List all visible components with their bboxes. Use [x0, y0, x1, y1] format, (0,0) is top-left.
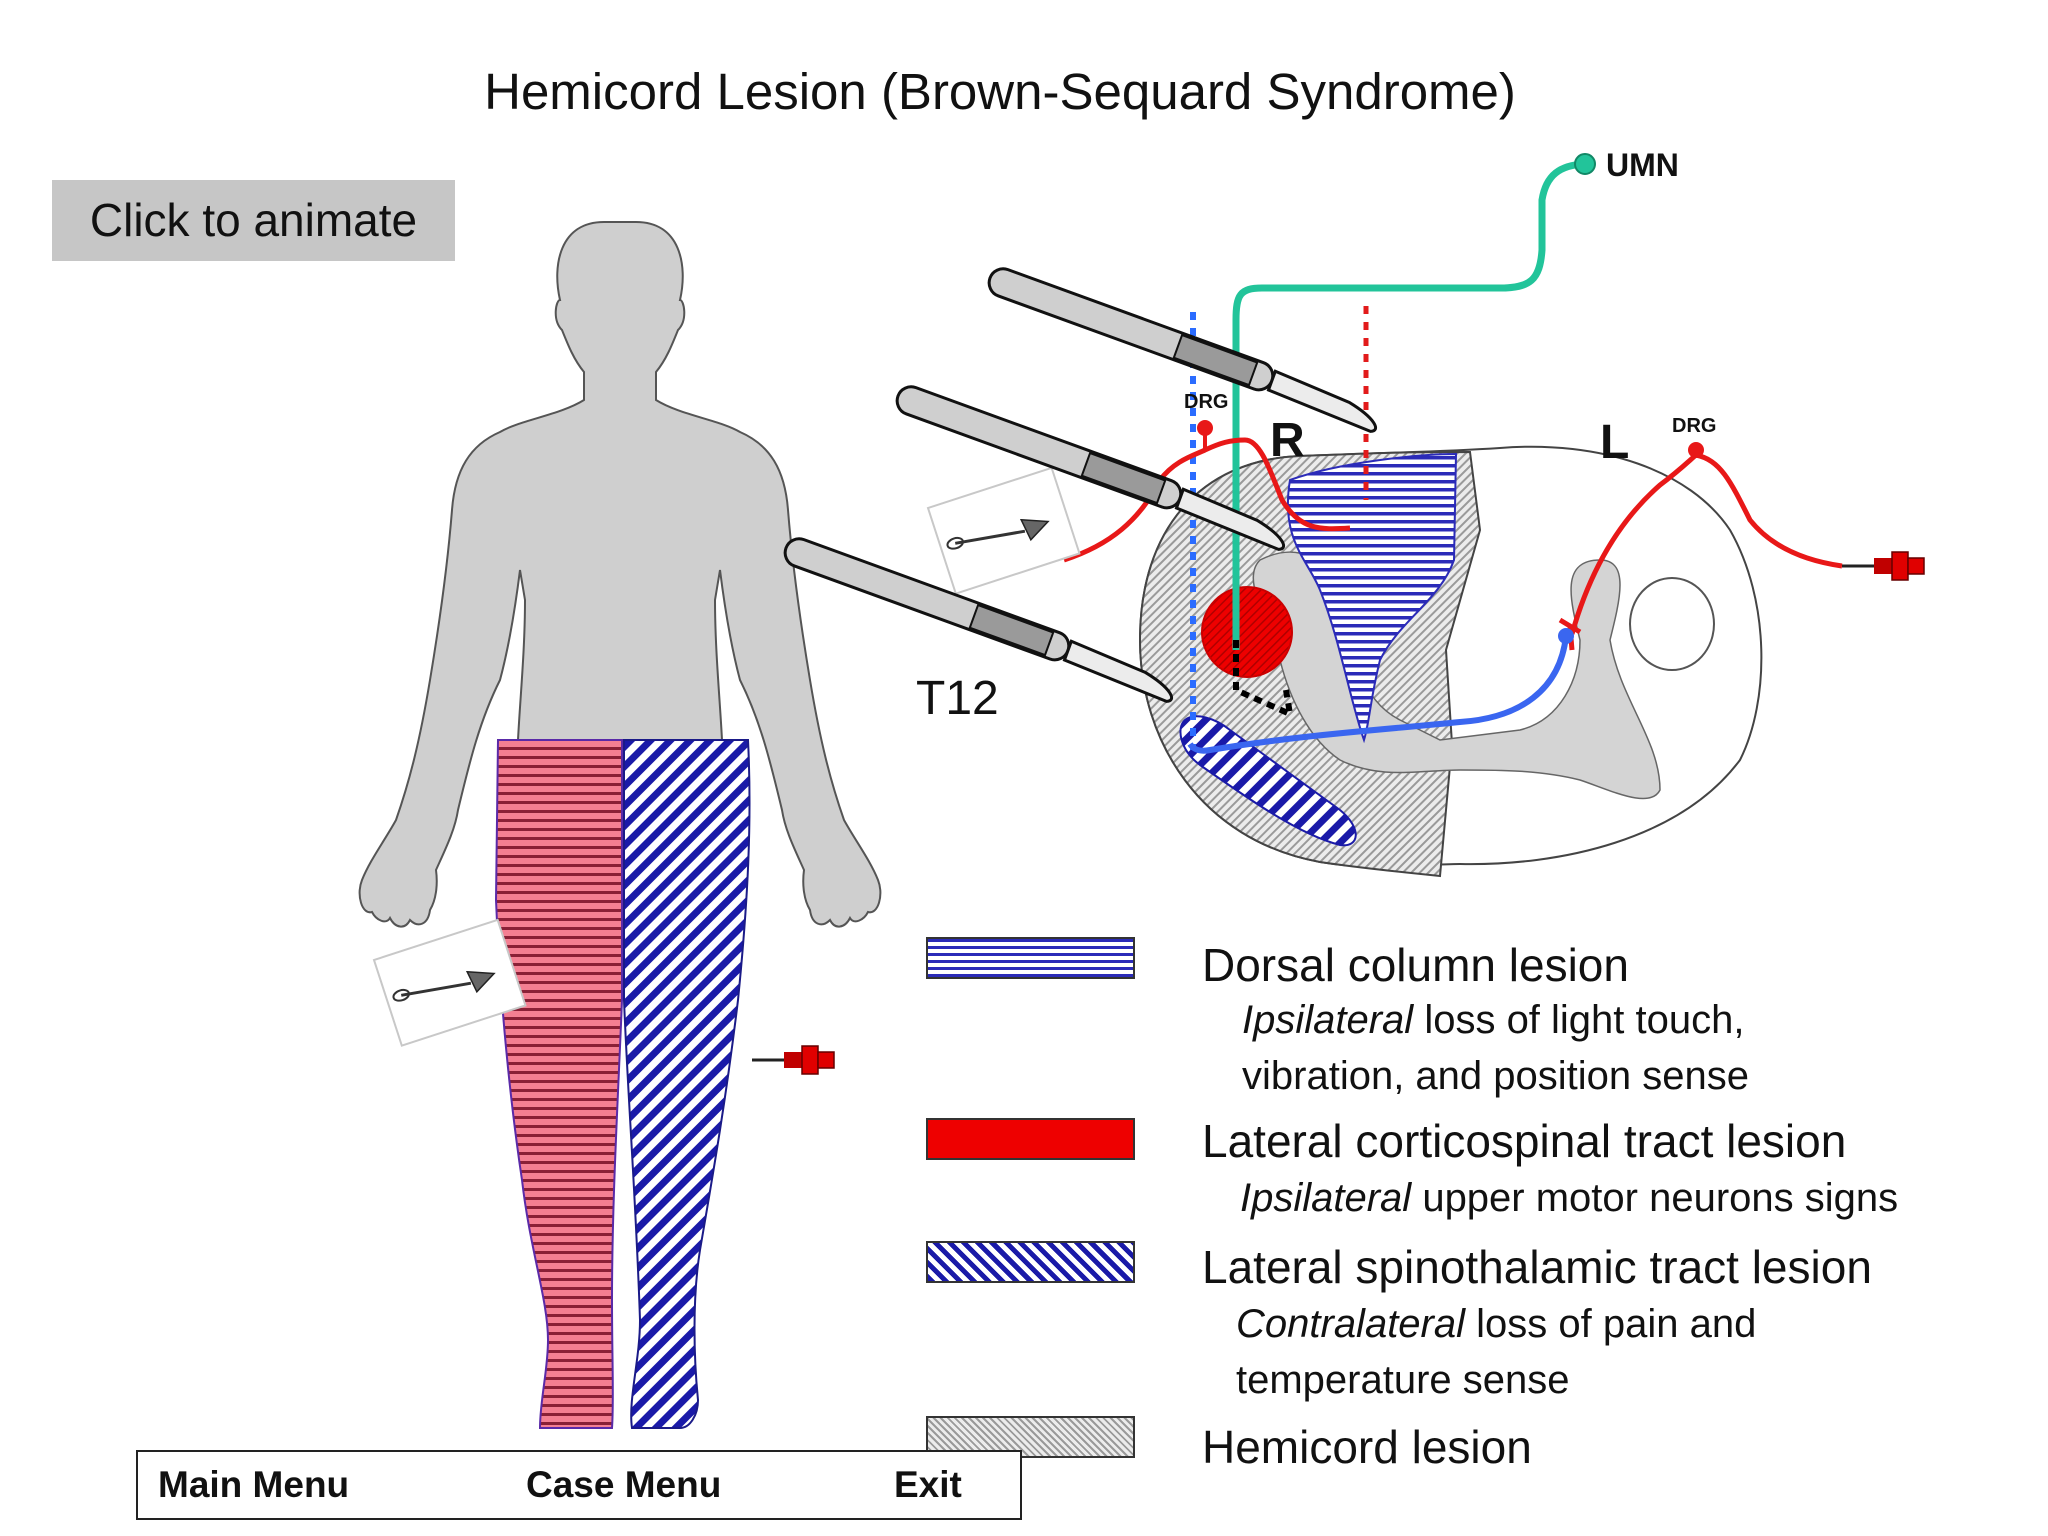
cord-pushpin-icon — [1842, 551, 1925, 581]
legend-title-dorsal-column: Dorsal column lesion — [1202, 939, 1629, 991]
level-label: T12 — [916, 672, 999, 725]
animate-button[interactable]: Click to animate — [52, 180, 455, 261]
left-leg-contralateral — [623, 739, 751, 1429]
legend-title-corticospinal: Lateral corticospinal tract lesion — [1202, 1115, 1847, 1167]
legend-desc-corticospinal-1: Ipsilateral upper motor neurons signs — [1240, 1176, 1899, 1220]
cotton-swab-icon — [372, 918, 527, 1047]
drg-left-label: DRG — [1672, 415, 1716, 437]
drg-left-icon — [1688, 442, 1704, 458]
legend-desc-dorsal-column-2: vibration, and position sense — [1242, 1054, 1749, 1098]
scalpel-icon-bottom — [783, 537, 1173, 703]
corticospinal-lesion-area — [1201, 586, 1293, 678]
side-left-label: L — [1600, 416, 1629, 469]
scalpel-icon-top — [987, 267, 1377, 433]
legend-swatch-dorsal-column — [926, 937, 1135, 979]
right-leg-ipsilateral — [494, 739, 623, 1429]
right-sensory-pathway — [1063, 437, 1351, 563]
main-menu-button[interactable]: Main Menu — [158, 1464, 350, 1505]
scalpel-icon-middle — [895, 385, 1285, 551]
umn-cell-icon — [1574, 153, 1596, 175]
legend-title-hemicord: Hemicord lesion — [1202, 1421, 1532, 1473]
exit-button[interactable]: Exit — [894, 1464, 962, 1505]
legend-swatch-corticospinal — [926, 1118, 1135, 1160]
pain-neuron-icon — [1558, 628, 1574, 644]
legend-desc-spinothalamic-1: Contralateral loss of pain and — [1236, 1302, 1757, 1346]
legend-desc-dorsal-column-1: Ipsilateral loss of light touch, — [1242, 998, 1745, 1042]
drg-right-label: DRG — [1184, 391, 1228, 413]
pushpin-icon — [752, 1045, 835, 1075]
case-menu-button[interactable]: Case Menu — [526, 1464, 722, 1505]
nav-bar: Main Menu Case Menu Exit — [136, 1450, 1022, 1520]
side-right-label: R — [1270, 414, 1305, 467]
legs — [494, 739, 751, 1429]
page-title: Hemicord Lesion (Brown-Sequard Syndrome) — [484, 63, 1516, 120]
umn-label: UMN — [1606, 147, 1679, 183]
cord-cotton-swab-icon — [926, 466, 1081, 595]
umn-pathway — [1232, 160, 1586, 650]
pain-pathway — [1187, 635, 1569, 754]
legend-title-spinothalamic: Lateral spinothalamic tract lesion — [1202, 1241, 1872, 1293]
legend-desc-spinothalamic-2: temperature sense — [1236, 1358, 1570, 1402]
spinal-cord-section — [1138, 445, 1763, 878]
dorsal-column-lesion-area — [1286, 452, 1458, 744]
legend-swatch-spinothalamic — [926, 1241, 1135, 1283]
